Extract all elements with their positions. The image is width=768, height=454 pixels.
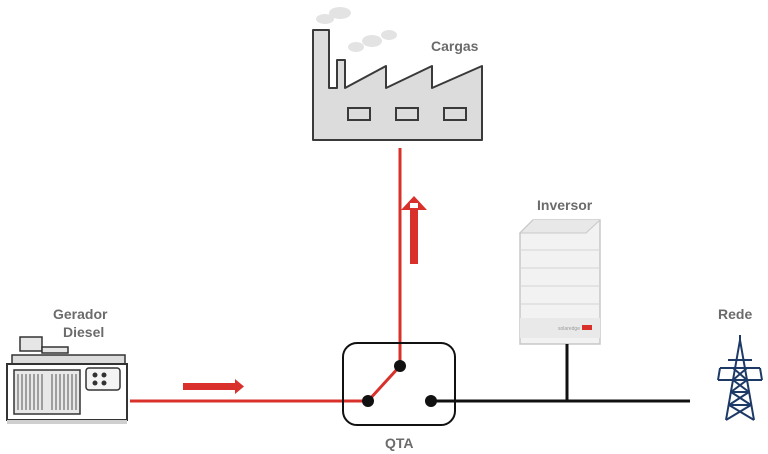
inverter-icon: solaredge bbox=[518, 219, 601, 345]
transfer-switch-icon bbox=[342, 342, 456, 426]
transfer-switch-label: QTA bbox=[385, 435, 414, 451]
generator-flow-arrow-icon bbox=[235, 379, 244, 394]
loads-label: Cargas bbox=[431, 38, 479, 54]
generator-flow-arrow-shaft bbox=[183, 383, 237, 390]
diesel-generator-icon bbox=[6, 336, 128, 424]
grid-label: Rede bbox=[718, 306, 753, 322]
load-flow-arrow-icon bbox=[401, 196, 427, 210]
inverter-brand-logo: solaredge bbox=[558, 326, 580, 332]
load-flow-arrow-shaft bbox=[410, 208, 418, 264]
generator-label-line1: Gerador bbox=[53, 306, 108, 322]
transmission-tower-icon bbox=[717, 335, 763, 421]
factory-icon bbox=[312, 7, 483, 141]
generator-label-line2: Diesel bbox=[63, 324, 105, 340]
inverter-label: Inversor bbox=[537, 197, 593, 213]
